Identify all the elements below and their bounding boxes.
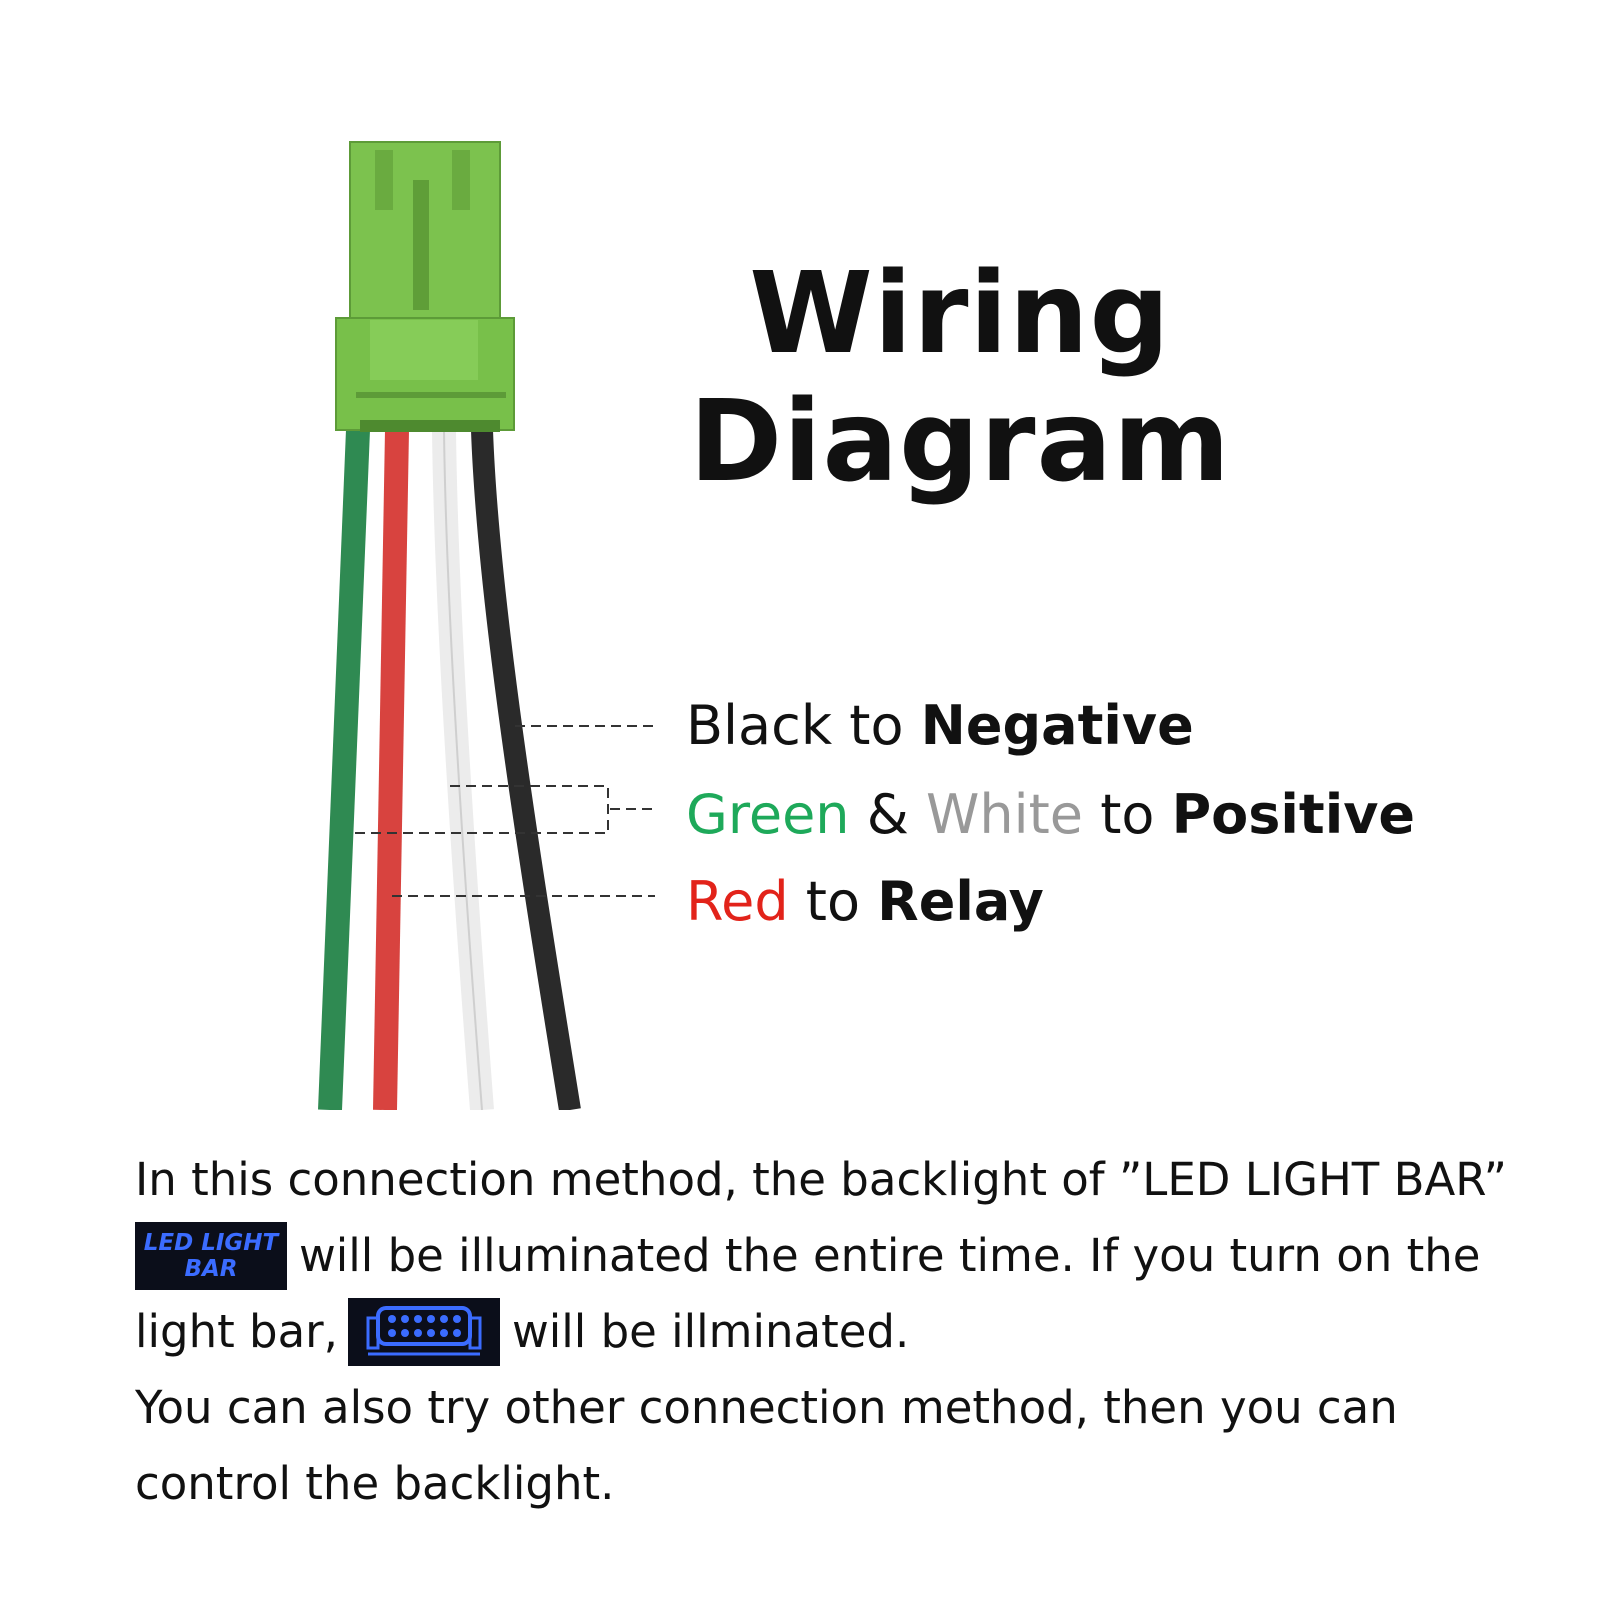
description: In this connection method, the backlight… xyxy=(135,1142,1507,1522)
label-red-relay: Red to Relay xyxy=(686,870,1044,934)
description-line-3-start: light bar, xyxy=(135,1305,338,1358)
label-relay: Relay xyxy=(877,870,1044,933)
leader-lines xyxy=(350,725,655,897)
page-title: Wiring Diagram xyxy=(650,250,1270,506)
label-green-white-positive: Green & White to Positive xyxy=(686,783,1415,847)
label-black-word: Black xyxy=(686,694,833,757)
green-connector xyxy=(335,141,515,432)
description-line-4: You can also try other connection method… xyxy=(135,1381,1398,1434)
description-line-2: LED LIGHT BAR will be illuminated the en… xyxy=(135,1218,1495,1294)
label-positive: Positive xyxy=(1171,783,1416,846)
green-wire xyxy=(318,429,370,1110)
label-white-word: White xyxy=(925,783,1084,846)
description-line-5: control the backlight. xyxy=(135,1457,615,1510)
description-line-3-end: will be illminated. xyxy=(511,1305,910,1358)
label-negative: Negative xyxy=(920,694,1194,757)
white-wire xyxy=(432,429,494,1110)
leader-positive-bracket xyxy=(350,785,609,834)
label-black-connector: to xyxy=(849,694,904,757)
light-bar-icon xyxy=(347,1298,500,1366)
wire-bundle xyxy=(318,429,581,1110)
label-black-negative: Black to Negative xyxy=(686,694,1194,758)
title-line-1: Wiring xyxy=(749,249,1171,379)
badge-text-top: LED LIGHT xyxy=(143,1230,279,1256)
led-light-bar-badge: LED LIGHT BAR xyxy=(135,1222,287,1290)
red-wire xyxy=(373,429,409,1110)
description-line-1: In this connection method, the backlight… xyxy=(135,1153,1507,1206)
wiring-illustration xyxy=(318,141,655,1110)
description-line-2-text: will be illuminated the entire time. If … xyxy=(299,1229,1481,1282)
label-relay-connector: to xyxy=(805,870,860,933)
white-wire-outline xyxy=(443,429,483,1110)
black-wire xyxy=(471,429,581,1110)
badge-text-bottom: BAR xyxy=(184,1256,238,1282)
label-ampersand: & xyxy=(866,783,909,846)
label-red-word: Red xyxy=(686,870,789,933)
label-green-word: Green xyxy=(686,783,850,846)
label-positive-connector: to xyxy=(1100,783,1155,846)
description-line-3: light bar, will be illminated. xyxy=(135,1294,1495,1370)
title-line-2: Diagram xyxy=(689,377,1231,507)
